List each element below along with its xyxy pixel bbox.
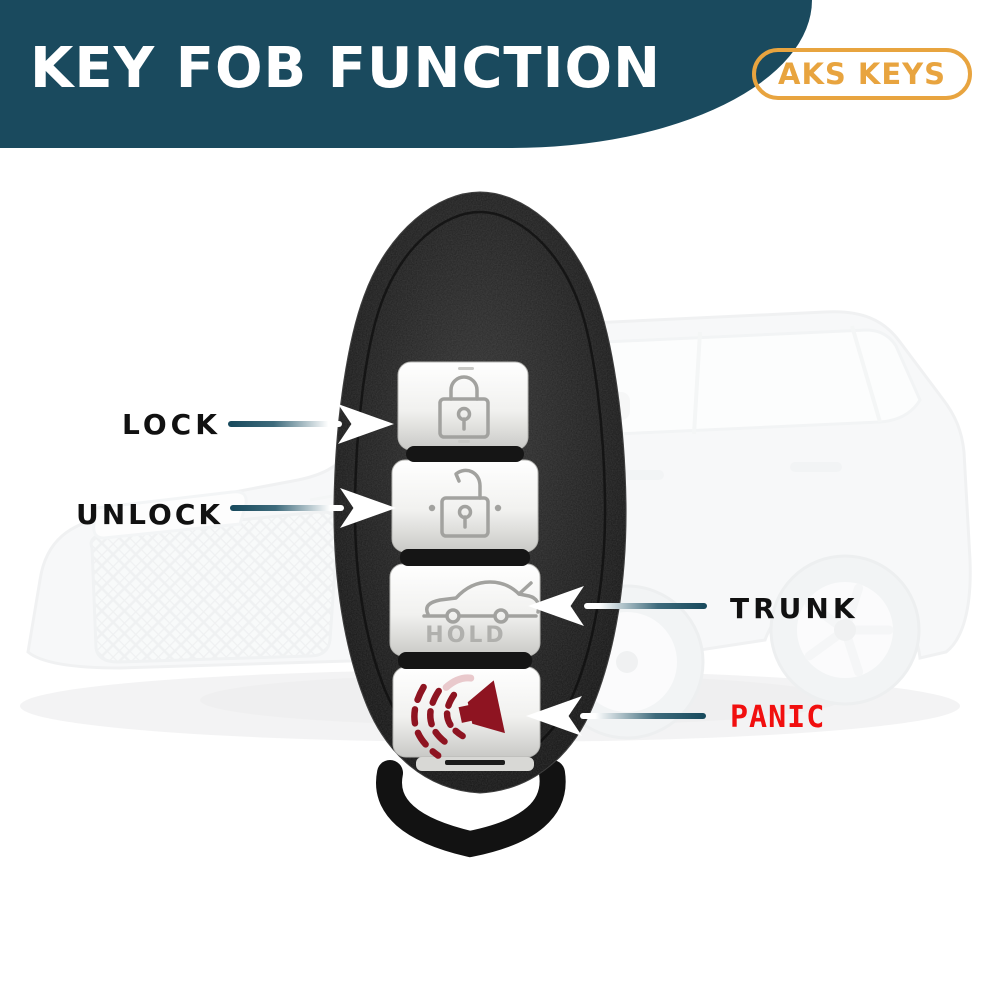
closed-padlock-icon (438, 375, 490, 439)
unlock-arrow-line (230, 505, 344, 511)
brand-badge: AKS KEYS (752, 48, 973, 100)
car-rear-wheel (769, 554, 921, 706)
trunk-label: TRUNK (730, 592, 859, 625)
horn-highlight (442, 674, 475, 691)
open-padlock-icon (428, 468, 502, 538)
lock-arrow-line (228, 421, 342, 427)
header-banner: KEY FOB FUNCTION (0, 0, 812, 148)
car-headlight (92, 490, 248, 540)
page-title: KEY FOB FUNCTION (30, 36, 661, 101)
button-separator (400, 549, 530, 566)
panic-arrow-line (580, 713, 706, 719)
fob-keyring-loop (376, 760, 566, 858)
panic-label: PANIC (730, 700, 826, 735)
brand-badge-label: AKS KEYS (778, 57, 947, 91)
button-separator (406, 446, 524, 462)
unlock-label: UNLOCK (76, 498, 224, 531)
trunk-arrow-line (584, 603, 707, 609)
lock-label: LOCK (122, 408, 221, 441)
trunk-button-engraving: HOLD (425, 623, 506, 648)
alarm-horn-icon (411, 674, 505, 759)
key-release-slot (445, 760, 505, 765)
key-fob-image: HOLD (333, 191, 627, 858)
car-trunk-icon (422, 580, 541, 624)
button-separator (398, 652, 532, 669)
